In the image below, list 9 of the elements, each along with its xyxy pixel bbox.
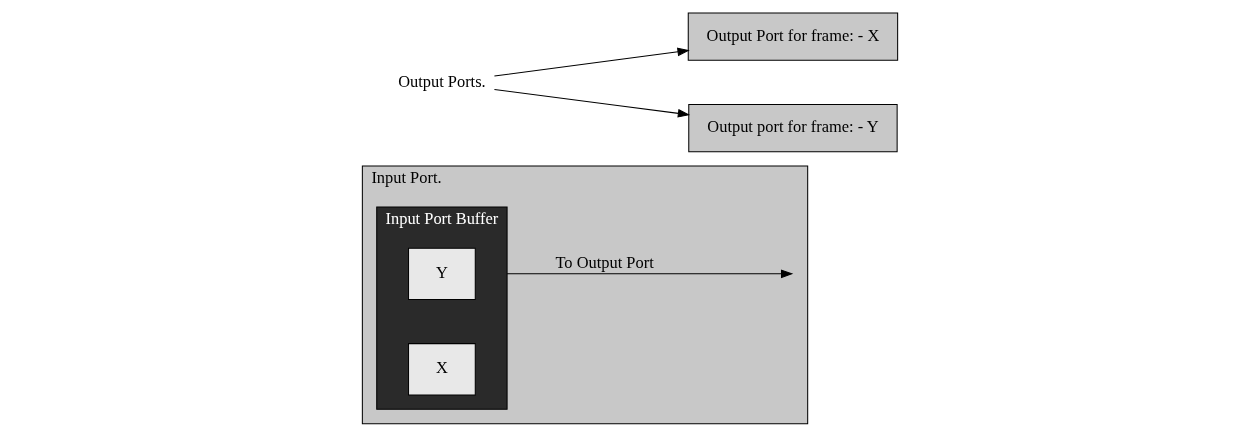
node-text: Output Ports. bbox=[397, 71, 486, 91]
arrow bbox=[493, 47, 690, 77]
node-box: Output port for frame: - Y bbox=[687, 103, 898, 152]
edge-label: To Output Port bbox=[554, 252, 654, 272]
arrow bbox=[506, 269, 793, 278]
node-box: Y bbox=[407, 247, 476, 300]
node-box: Output Port for frame: - X bbox=[687, 12, 898, 61]
arrow bbox=[493, 88, 690, 118]
node-box: X bbox=[407, 342, 476, 395]
